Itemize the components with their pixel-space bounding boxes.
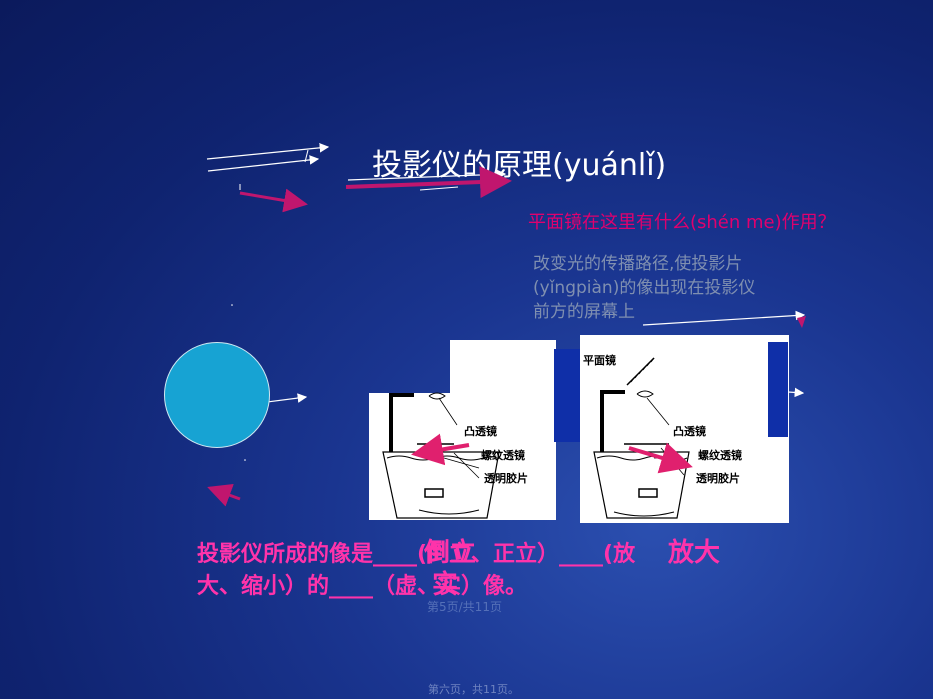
label-convex-lens-right: 凸透镜 bbox=[673, 425, 706, 438]
projector-diagrams bbox=[382, 357, 693, 519]
answer-line-2: (yǐngpiàn)的像出现在投影仪 bbox=[533, 278, 756, 298]
projector-right bbox=[593, 357, 690, 519]
answer-line-3: 前方的屏幕上 bbox=[533, 302, 635, 322]
label-film-left: 透明胶片 bbox=[484, 472, 528, 485]
fill-blank-line-2: 大、缩小）的____（虚、实）像。 bbox=[197, 574, 528, 599]
screen-bar-left bbox=[554, 349, 584, 442]
answer-size: 放大 bbox=[668, 538, 721, 568]
label-fresnel-lens-right: 螺纹透镜 bbox=[698, 449, 742, 462]
page-indicator-bottom: 第六页，共11页。 bbox=[428, 683, 519, 696]
answer-orientation: 倒立 bbox=[424, 538, 477, 568]
label-fresnel-lens-left: 螺纹透镜 bbox=[481, 449, 525, 462]
light-circle bbox=[164, 342, 270, 448]
projector-left bbox=[382, 392, 500, 519]
answer-type: 实 bbox=[432, 570, 459, 600]
diagram-panel-right bbox=[580, 335, 789, 523]
fill-blank-line-1: 投影仪所成的像是____(倒立、正立）____(放 bbox=[197, 542, 636, 567]
answer-line-1: 改变光的传播路径,使投影片 bbox=[533, 254, 743, 274]
question-text: 平面镜在这里有什么(shén me)作用？ bbox=[528, 212, 836, 233]
label-convex-lens-left: 凸透镜 bbox=[464, 425, 497, 438]
page-indicator-overlay: 第5页/共11页 bbox=[427, 600, 502, 614]
label-plane-mirror-right: 平面镜 bbox=[583, 354, 616, 367]
screen-bar-right bbox=[768, 342, 788, 437]
label-film-right: 透明胶片 bbox=[696, 472, 740, 485]
